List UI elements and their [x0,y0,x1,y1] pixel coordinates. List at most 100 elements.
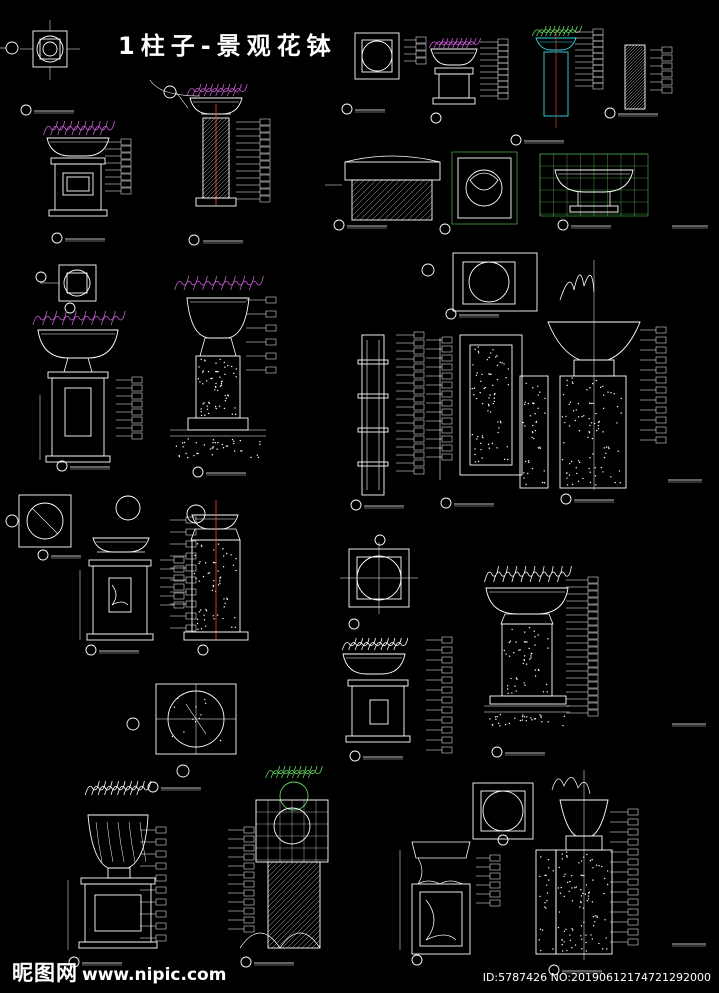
cad-rect [569,205,619,213]
cad-dot [211,447,214,449]
cad-dot [481,435,483,437]
cad-rect [259,125,271,133]
cad-rect [459,334,523,476]
cad-line [267,861,274,868]
cad-dot [514,717,516,719]
cad-dot [588,402,591,404]
cad-dot [259,441,261,443]
cad-line [267,874,321,928]
cad-rect [413,411,425,419]
cad-dot [569,939,572,942]
cad-dot [515,641,517,643]
cad-rect [413,387,425,395]
cad-dot [221,443,224,446]
cad-rect [107,867,131,879]
cad-line [624,69,646,91]
cad-rect [627,888,639,896]
cad-dot [585,950,588,952]
cad-rect [587,653,599,661]
cad-dot [610,392,612,394]
cad-dot [196,618,199,621]
cad-dot [515,677,518,679]
cad-rect [587,646,599,654]
cad-shrub [43,120,115,136]
cad-rect [655,326,667,334]
cad-dot [523,477,525,479]
cad-rect [655,386,667,394]
cad-circle [273,807,311,845]
cad-dot [224,400,227,402]
cad-circle [361,40,393,72]
cad-dot [531,436,533,439]
cad-rect [587,702,599,710]
cad-dot [539,446,541,448]
cad-dot [178,455,181,458]
cad-line [202,159,230,187]
cad-dot [521,716,524,718]
cad-rect [120,145,132,153]
cad-dot [528,461,530,464]
cad-rect [441,746,453,754]
cad-rect [497,80,509,88]
cad-dot [544,874,546,876]
cad-dot [566,484,569,486]
cad-rect [259,167,271,175]
cad-rect [489,881,501,889]
cad-line [202,131,230,159]
cad-line [629,93,646,110]
cad-dot [224,373,226,375]
cad-dot [594,475,597,477]
cad-rect [347,679,409,687]
cad-dot [209,448,212,450]
cad-shrub [484,565,572,583]
cad-dot [206,405,208,407]
cad-line [632,96,646,110]
cad-dot [589,387,591,389]
cad-rect [351,685,405,737]
cad-dot [511,628,513,631]
cad-rect [120,138,132,146]
cad-dot [579,906,581,908]
cad-dot [530,657,532,659]
cad-rect [489,863,501,871]
cad-dot [580,895,583,897]
cad-dot [608,447,610,450]
cad-dot [565,851,568,853]
cad-dot [603,877,606,880]
cad-rect [155,898,167,906]
cad-rect [195,355,241,419]
cad-dot [561,858,564,860]
cad-line [624,44,635,55]
cad-dot [235,376,237,378]
cad-rect [587,674,599,682]
cad-rect [173,601,185,609]
cad-rect [489,899,501,907]
cad-rect [120,187,132,195]
cad-circle [445,308,457,320]
cad-dot [566,881,569,884]
cad-line [624,57,646,79]
cad-rect [173,556,185,564]
cad-dot [532,387,534,389]
cad-rect [627,828,639,836]
cad-rect [441,686,453,694]
cad-rect [415,43,427,51]
cad-dot [219,580,221,582]
cad-dot [591,382,594,385]
cad-line [316,944,321,949]
cad-line [276,904,321,949]
cad-dot [561,939,563,941]
cad-circle [482,790,524,832]
cad-dot [482,436,484,439]
cad-dot [574,887,576,889]
cad-dot [534,644,536,646]
cad-dot [526,716,528,718]
cad-dot [194,721,197,723]
cad-rect [259,118,271,126]
cad-dot [581,874,584,877]
cad-dot [500,422,502,424]
cad-dot [546,900,548,902]
cad-dot [594,422,596,425]
cad-dot [477,350,480,353]
cad-rect [655,426,667,434]
